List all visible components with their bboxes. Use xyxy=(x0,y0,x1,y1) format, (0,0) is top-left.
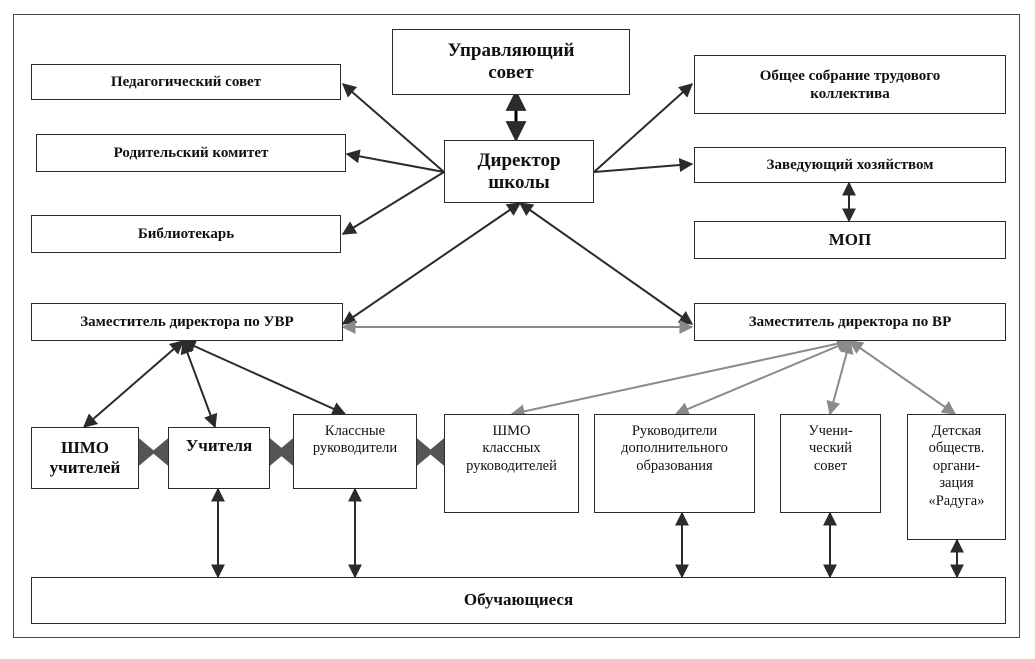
teachers-box: Учителя xyxy=(168,427,270,489)
edge-vr-children xyxy=(848,340,957,415)
edge-uvr-classleaders xyxy=(181,339,347,416)
edge-director-librarian xyxy=(341,171,445,235)
edge-vr-student xyxy=(826,339,854,416)
ped-council-box: Педагогический совет xyxy=(31,64,341,100)
edge-director-uvr xyxy=(341,202,522,325)
edge-director-meeting xyxy=(593,83,694,173)
deputy-uvr-box: Заместитель директора по УВР xyxy=(31,303,343,341)
student-council-box: Учени- ческий совет xyxy=(780,414,881,513)
director-box: Директор школы xyxy=(444,140,594,203)
class-leaders-box: Классные руководители xyxy=(293,414,417,489)
edge-director-ped xyxy=(341,83,445,173)
mop-box: МОП xyxy=(694,221,1006,259)
board-box: Управляющий совет xyxy=(392,29,630,95)
general-meeting-box: Общее собрание трудового коллектива xyxy=(694,55,1006,114)
edge-director-parent xyxy=(345,149,445,173)
extra-ed-leaders-box: Руководители дополнительного образования xyxy=(594,414,755,513)
edge-uvr-shmo xyxy=(82,340,185,428)
diagram-frame xyxy=(13,14,1020,638)
students-box: Обучающиеся xyxy=(31,577,1006,624)
shmo-class-leaders-box: ШМО классных руководителей xyxy=(444,414,579,513)
edge-director-housekeeper xyxy=(593,158,694,173)
parent-committee-box: Родительский комитет xyxy=(36,134,346,172)
children-org-box: Детская обществ. органи- зация «Радуга» xyxy=(907,414,1006,540)
housekeeper-box: Заведующий хозяйством xyxy=(694,147,1006,183)
edge-vr-extra xyxy=(674,339,852,416)
shmo-teachers-box: ШМО учителей xyxy=(31,427,139,489)
edge-vr-shmocl xyxy=(510,336,852,419)
edge-director-vr xyxy=(518,202,694,325)
deputy-vr-box: Заместитель директора по ВР xyxy=(694,303,1006,341)
librarian-box: Библиотекарь xyxy=(31,215,341,253)
